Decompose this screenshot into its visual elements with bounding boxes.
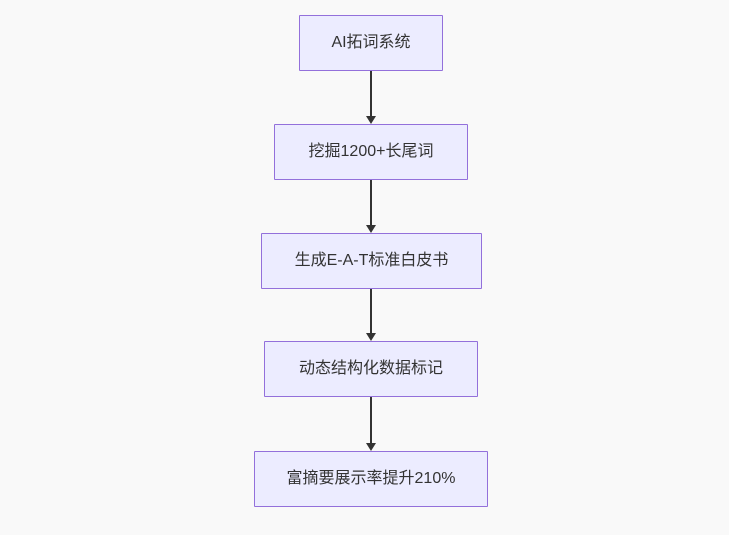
edge-line	[370, 289, 372, 334]
arrowhead-down-icon	[366, 225, 376, 233]
flowchart-edge-2	[366, 180, 376, 233]
arrowhead-down-icon	[366, 333, 376, 341]
node-label: 富摘要展示率提升210%	[286, 470, 456, 487]
flowchart-edge-3	[366, 289, 376, 341]
flowchart-node-longtail-mining: 挖掘1200+长尾词	[274, 124, 468, 180]
node-label: 挖掘1200+长尾词	[308, 143, 434, 160]
flowchart-node-structured-data-markup: 动态结构化数据标记	[264, 341, 478, 397]
flowchart-edge-4	[366, 397, 376, 451]
flowchart-node-eat-whitepaper: 生成E-A-T标准白皮书	[261, 233, 482, 289]
node-label: 动态结构化数据标记	[298, 360, 443, 377]
arrowhead-down-icon	[366, 116, 376, 124]
flowchart-node-rich-snippet-rate: 富摘要展示率提升210%	[254, 451, 488, 507]
flowchart-edge-1	[366, 71, 376, 124]
edge-line	[370, 397, 372, 444]
arrowhead-down-icon	[366, 443, 376, 451]
edge-line	[370, 71, 372, 117]
edge-line	[370, 180, 372, 226]
node-label: AI拓词系统	[331, 34, 411, 51]
flowchart-node-ai-keyword-system: AI拓词系统	[299, 15, 443, 71]
node-label: 生成E-A-T标准白皮书	[294, 252, 449, 269]
